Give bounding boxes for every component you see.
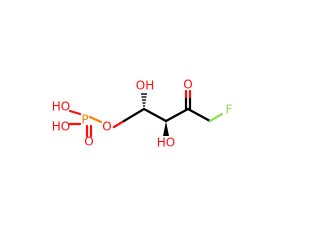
molecular-structure: P O O HO HO OH HO O F [52, 78, 233, 150]
atom-oh-bottom: HO [52, 120, 70, 134]
bond-o-c5 [112, 119, 126, 129]
bond-p-o-ester [88, 115, 103, 124]
atom-oh-c4: OH [136, 79, 154, 93]
atom-p: P [81, 113, 88, 127]
bond-c3-c2 [164, 107, 190, 123]
atom-oh-top: HO [52, 100, 70, 114]
bond-c5-c4 [122, 107, 146, 123]
atom-labels: P O O HO HO OH HO O F [52, 78, 233, 150]
carbon-chain [112, 89, 224, 136]
bond-p-oh-top [68, 109, 82, 116]
atom-o-phosphoryl: O [84, 135, 93, 149]
atom-o-ketone: O [183, 78, 192, 92]
atom-o-ester: O [102, 120, 111, 134]
wedge-c3-oh [163, 121, 169, 136]
hashed-wedge-c4-oh [141, 93, 147, 107]
bond-c2-c1 [186, 107, 212, 123]
atom-oh-c3: HO [157, 136, 175, 150]
phosphate-group [68, 109, 103, 138]
atom-f: F [226, 103, 233, 117]
bond-c4-c3 [142, 107, 168, 123]
bond-c1-f [208, 112, 224, 123]
